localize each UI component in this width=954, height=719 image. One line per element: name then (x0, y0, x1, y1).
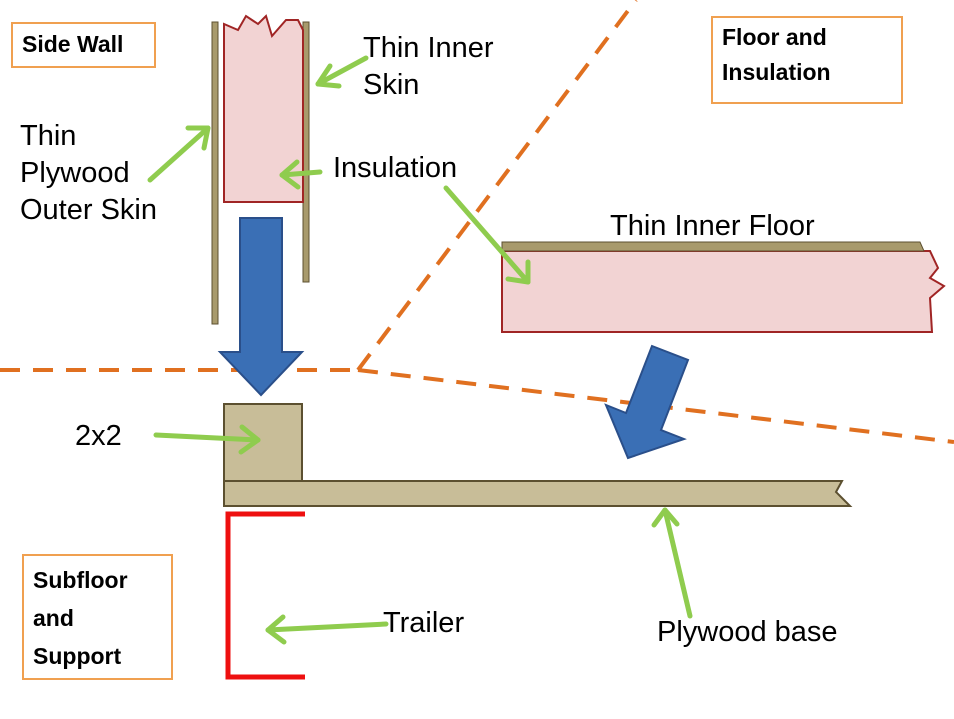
thin-inner-skin-line-2: Skin (363, 69, 420, 101)
arrow-thin-inner-skin (315, 55, 369, 89)
arrow-outer-skin (147, 125, 211, 183)
arrow-plywood-base (651, 507, 693, 619)
dashed-boundary-diagonal-up (356, 0, 638, 372)
arrow-two-by-two (153, 424, 261, 455)
subfloor-line-1: Subfloor (33, 567, 128, 593)
label-thin-inner-skin: Thin Inner Skin (363, 30, 494, 104)
outer-skin-panel (211, 21, 219, 325)
subfloor-line-3: Support (33, 643, 122, 669)
plywood-base-panel (223, 480, 853, 507)
label-plywood-base: Plywood base (657, 616, 838, 648)
thin-inner-skin-line-1: Thin Inner (363, 32, 494, 64)
thin-inner-floor-panel (501, 241, 925, 252)
side-wall-text: Side Wall (22, 31, 124, 57)
floor-insulation-line-2: Insulation (722, 59, 831, 85)
label-insulation: Insulation (333, 152, 458, 184)
label-thin-inner-floor: Thin Inner Floor (610, 210, 815, 242)
label-outer-skin: Thin Plywood Outer Skin (20, 118, 157, 229)
outer-skin-line-2: Plywood (20, 157, 130, 189)
outer-skin-line-1: Thin (20, 120, 77, 152)
label-trailer: Trailer (383, 607, 465, 639)
blue-diagonal-arrow (604, 344, 690, 460)
arrow-floor-insulation (443, 185, 531, 285)
label-two-by-two: 2x2 (75, 420, 122, 452)
two-by-two-block (223, 403, 303, 485)
floor-insulation (501, 250, 946, 333)
wall-insulation (223, 14, 304, 203)
section-label-floor-insulation: Floor and Insulation (711, 16, 903, 104)
arrow-trailer (265, 614, 389, 645)
section-label-side-wall: Side Wall (11, 22, 156, 68)
arrow-wall-insulation (279, 159, 323, 190)
blue-down-arrow (217, 217, 305, 397)
section-label-subfloor-support: Subfloor and Support (22, 554, 173, 680)
subfloor-line-2: and (33, 605, 74, 631)
floor-insulation-line-1: Floor and (722, 24, 827, 50)
trailer-channel (225, 511, 305, 680)
green-pointer-arrows (147, 55, 693, 645)
outer-skin-line-3: Outer Skin (20, 194, 157, 226)
